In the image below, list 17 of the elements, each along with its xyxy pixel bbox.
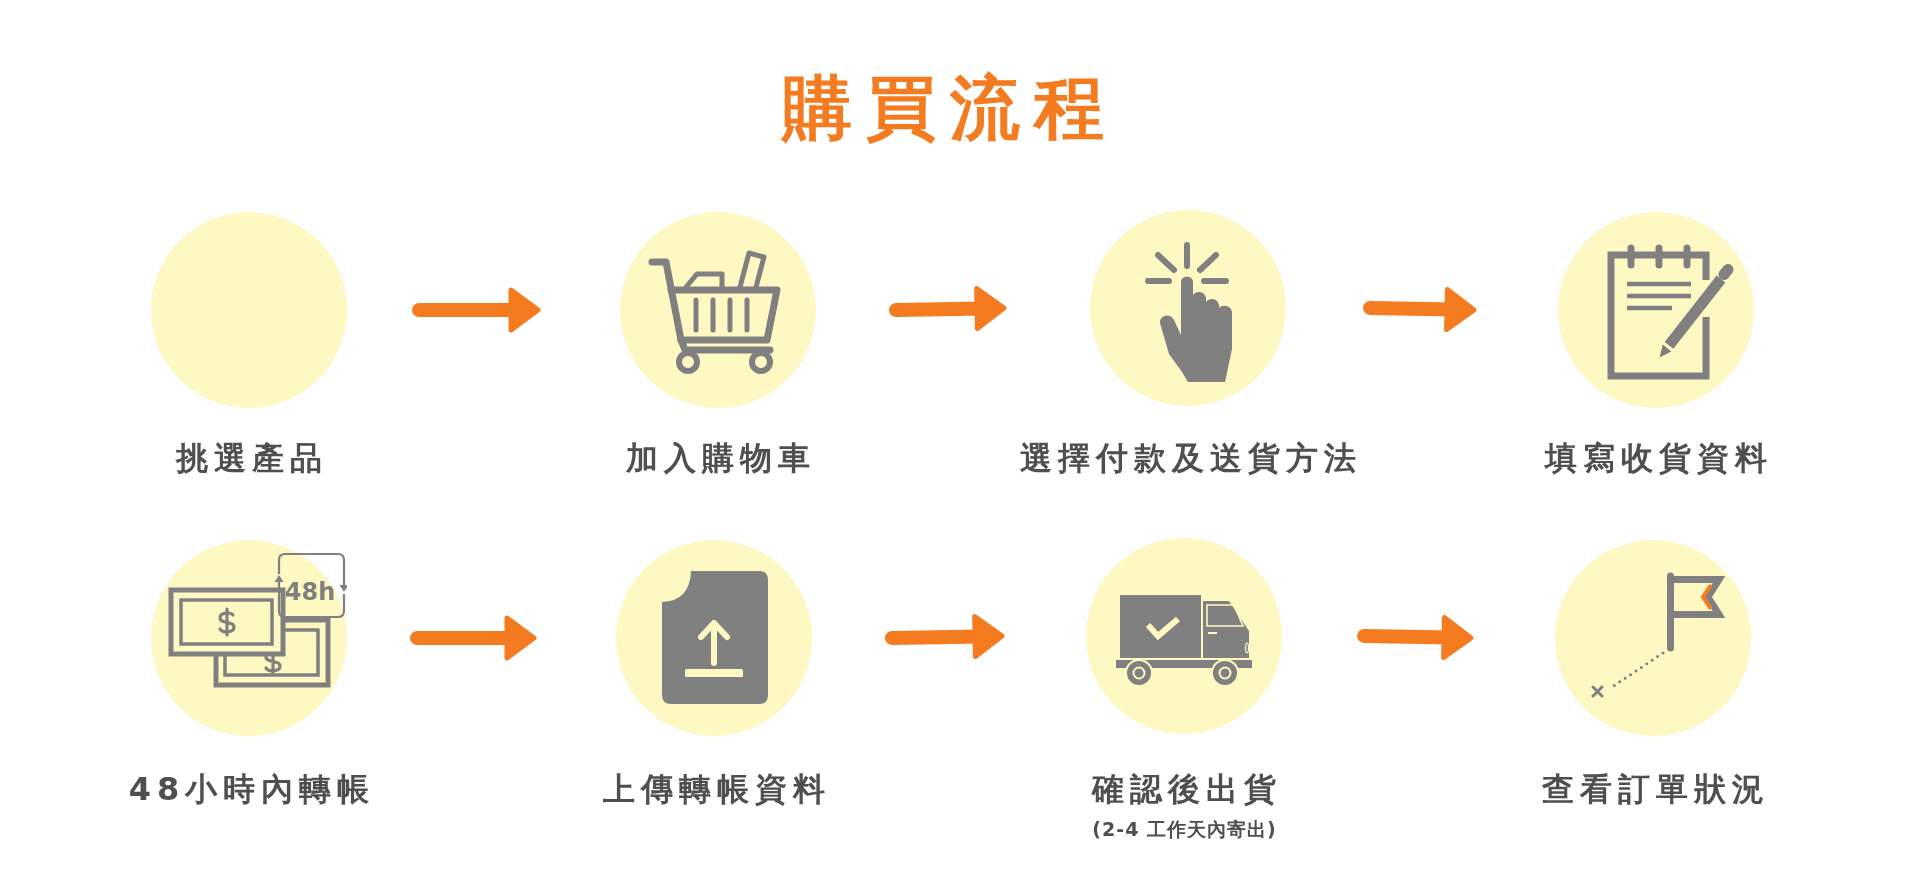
- arrow: [1357, 614, 1474, 660]
- duration-text: 48h: [284, 578, 336, 606]
- title: 購買流程: [780, 66, 1118, 150]
- step-label: 加入購物車: [624, 438, 816, 478]
- arrow: [885, 614, 1005, 659]
- arrow: [410, 615, 537, 661]
- step-label: 選擇付款及送貨方法: [1019, 438, 1362, 478]
- step-label: 挑選產品: [174, 438, 328, 478]
- arrow: [412, 287, 541, 333]
- step-label: 上傳轉帳資料: [602, 769, 831, 809]
- arrow: [889, 286, 1007, 331]
- note-text: (2-4 工作天內寄出): [1091, 817, 1277, 841]
- step-label: 確認後出貨: [1090, 769, 1282, 809]
- arrow: [1363, 286, 1477, 332]
- step-label: 48小時內轉帳: [127, 769, 376, 809]
- step-label: 查看訂單狀況: [1541, 769, 1770, 809]
- step-label: 填寫收貨資料: [1543, 438, 1773, 478]
